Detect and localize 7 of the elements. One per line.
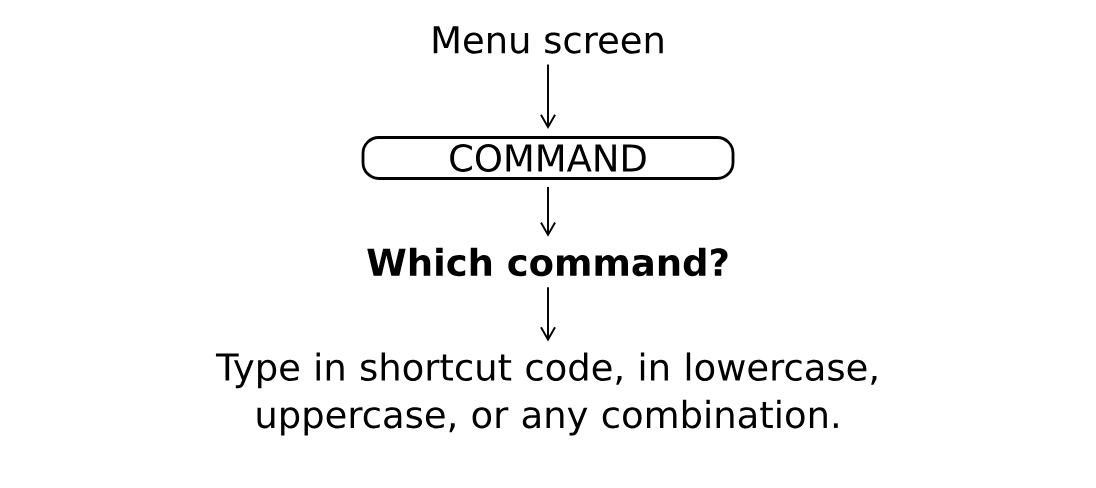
arrow <box>540 286 556 342</box>
arrow <box>540 185 556 237</box>
command-key: COMMAND <box>361 136 735 180</box>
prompt-text: Which command? <box>367 247 728 277</box>
menu-text: Menu screen <box>433 26 663 54</box>
arrow <box>540 63 556 130</box>
instruction-text: Type in shortcut code, in lowercase, uppercase, or any combination. <box>215 352 877 436</box>
